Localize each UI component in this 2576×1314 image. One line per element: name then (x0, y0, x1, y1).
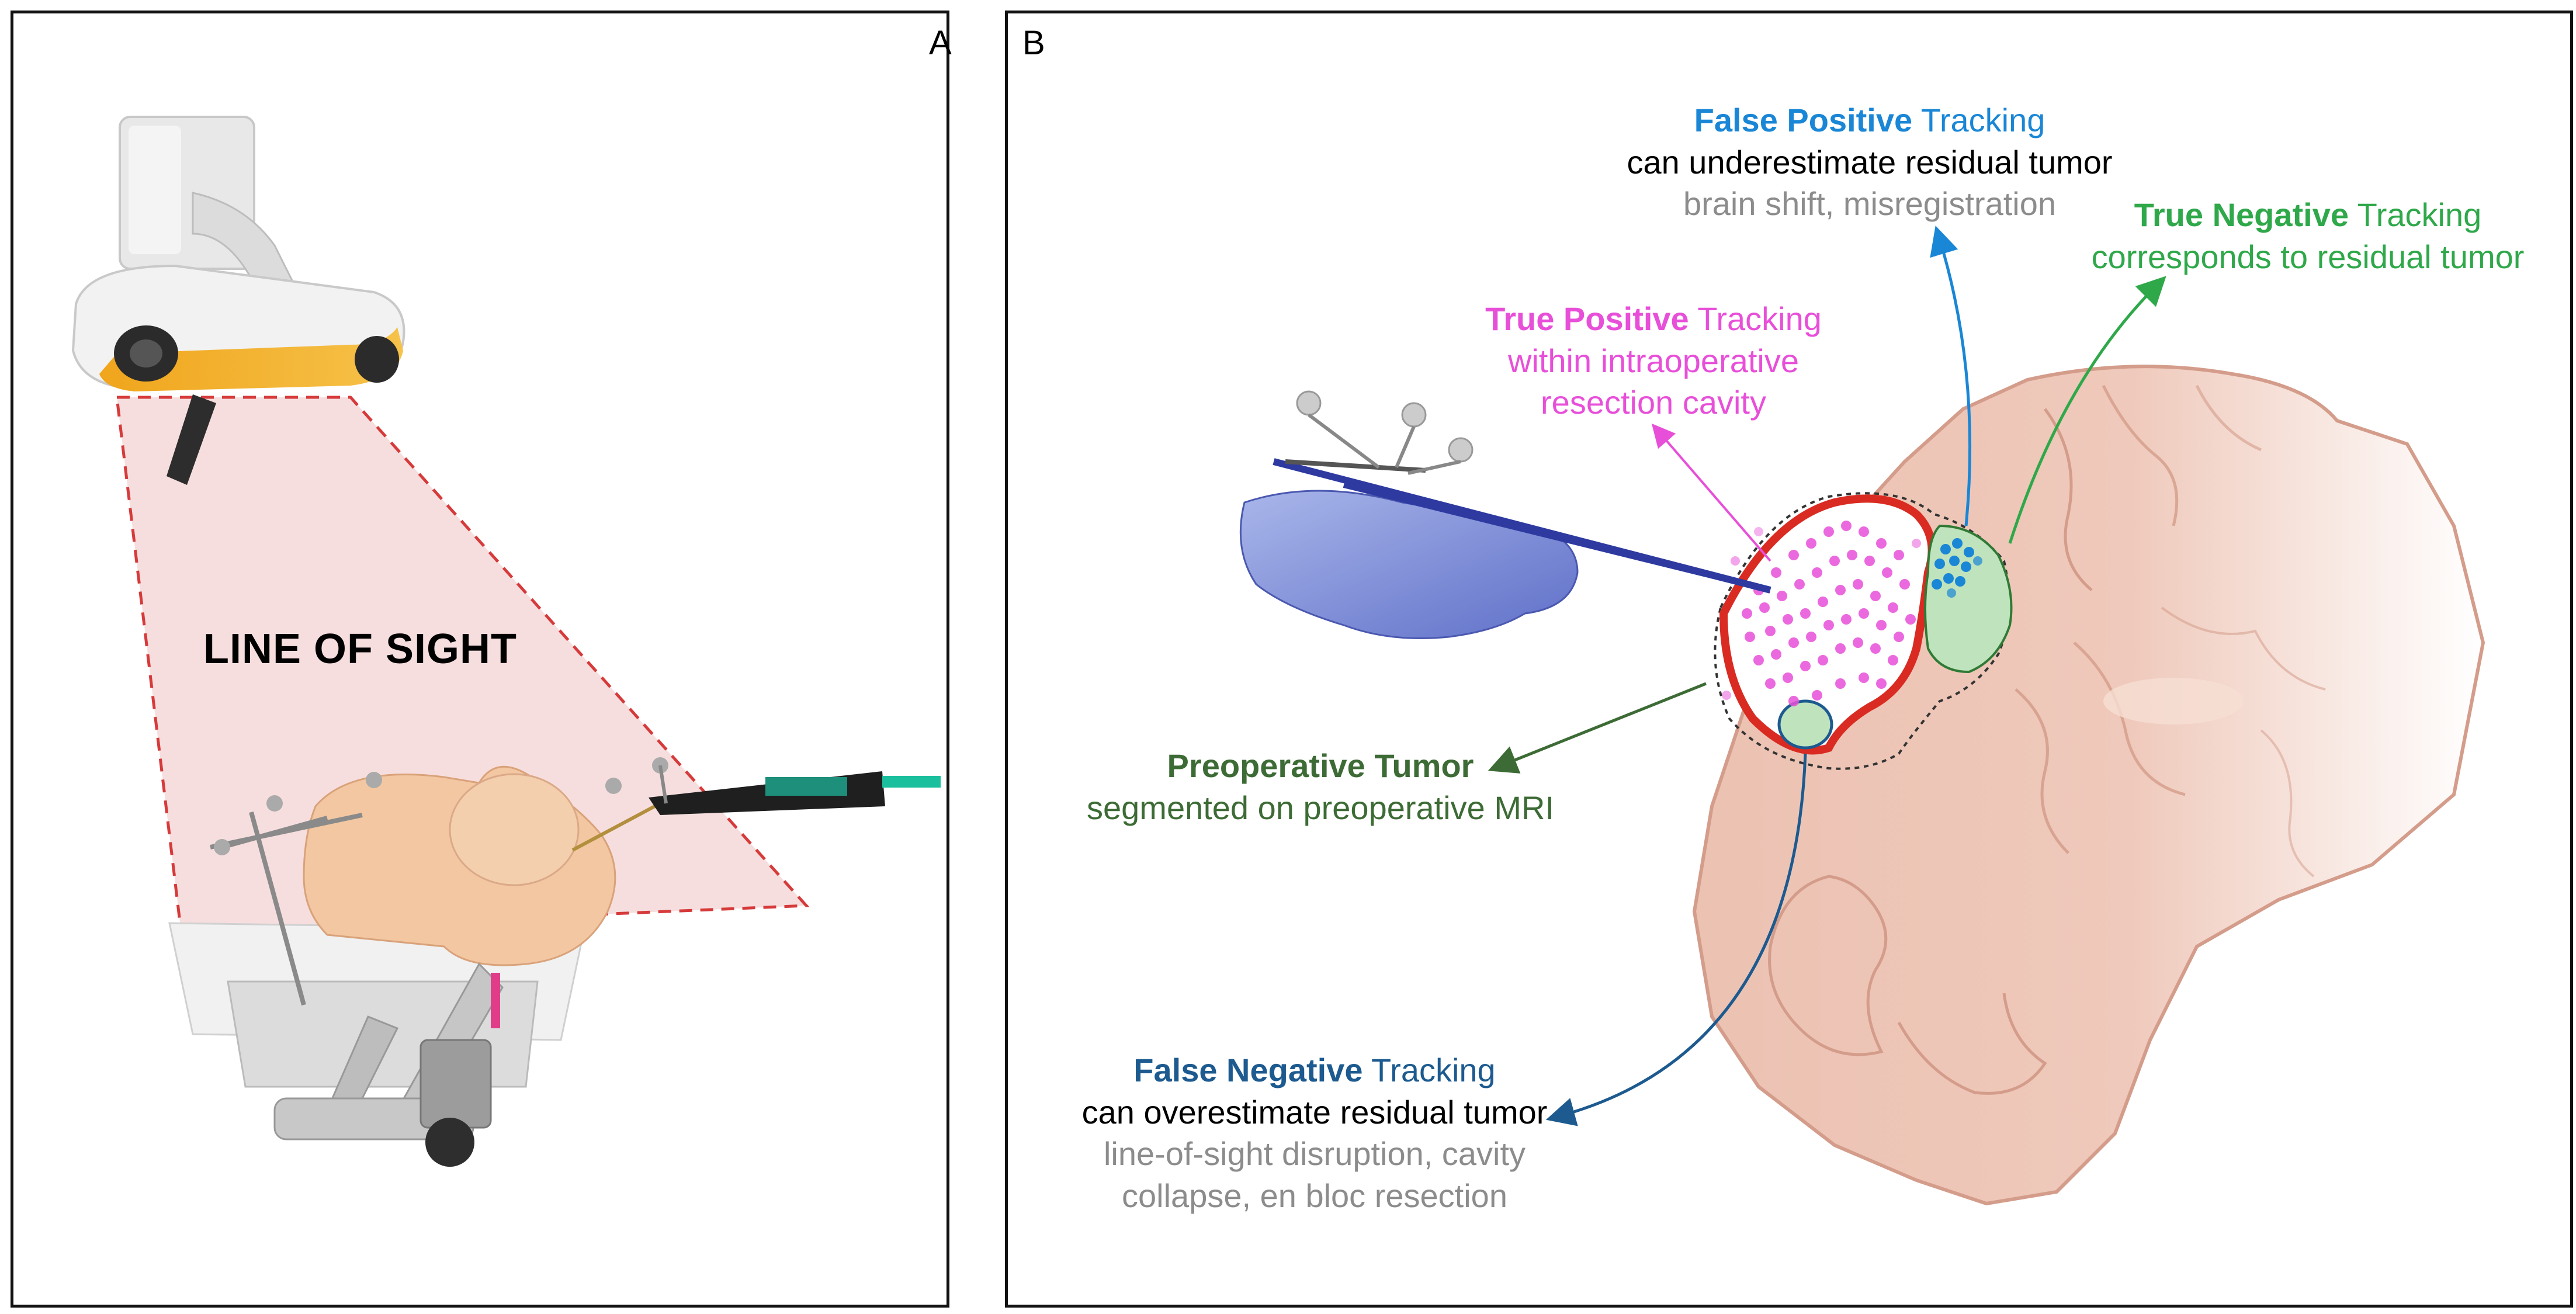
false-positive-title: False Positive (1694, 102, 1913, 138)
true-positive-title: True Positive (1485, 300, 1689, 337)
true-negative-line2: corresponds to residual tumor (2091, 238, 2525, 275)
false-negative-region (1777, 699, 1833, 750)
false-negative-title: False Negative (1133, 1052, 1363, 1088)
false-negative-line4: collapse, en bloc resection (1122, 1177, 1507, 1215)
brain-coronal-section (1692, 365, 2485, 1206)
preoperative-tumor-title: Preoperative Tumor (1167, 747, 1474, 784)
preoperative-tumor-arrow (1488, 682, 1707, 774)
true-negative-suffix: Tracking (2349, 196, 2482, 233)
tracked-probe-icon (571, 757, 941, 852)
false-positive-line3: brain shift, misregistration (1683, 185, 2056, 223)
preoperative-tumor-boundary (1714, 492, 2010, 770)
residual-tumor (1924, 524, 2013, 674)
true-positive-arrow (1651, 423, 1771, 562)
true-positive-line3: resection cavity (1541, 384, 1766, 421)
false-negative-line3: line-of-sight disruption, cavity (1103, 1135, 1526, 1173)
false-positive-suffix: Tracking (1912, 102, 2045, 138)
true-negative-arrow (2008, 276, 2166, 544)
true-negative-label: True Negative Tracking corresponds to re… (2057, 194, 2559, 278)
line-of-sight-label: LINE OF SIGHT (203, 626, 518, 672)
false-negative-line2: can overestimate residual tumor (1081, 1093, 1548, 1131)
true-positive-line2: within intraoperative (1507, 342, 1800, 379)
false-positive-tracking-points (1932, 538, 1982, 598)
false-negative-suffix: Tracking (1362, 1052, 1496, 1088)
false-positive-line2: can underestimate residual tumor (1627, 143, 2113, 181)
panel-a-letter: A (929, 24, 952, 62)
false-negative-arrow (1545, 753, 1807, 1126)
false-negative-label: False Negative Tracking can overestimate… (1034, 1049, 1595, 1217)
true-negative-title: True Negative (2134, 196, 2349, 233)
true-positive-tracking-points (1722, 521, 1921, 706)
false-positive-label: False Positive Tracking can underestimat… (1519, 99, 2220, 225)
false-positive-arrow (1930, 226, 1972, 526)
camera-tracker-icon (71, 116, 405, 485)
panel-b-letter: B (1022, 24, 1045, 62)
true-positive-label: True Positive Tracking within intraopera… (1414, 298, 1893, 424)
true-positive-suffix: Tracking (1689, 300, 1822, 337)
preoperative-tumor-label: Preoperative Tumor segmented on preopera… (1069, 745, 1572, 828)
line-of-sight-cone (115, 396, 810, 934)
phantom-head-setup-icon (168, 765, 616, 1167)
preoperative-tumor-line2: segmented on preoperative MRI (1087, 789, 1554, 826)
gloved-hand-forceps-icon (1239, 390, 1771, 639)
